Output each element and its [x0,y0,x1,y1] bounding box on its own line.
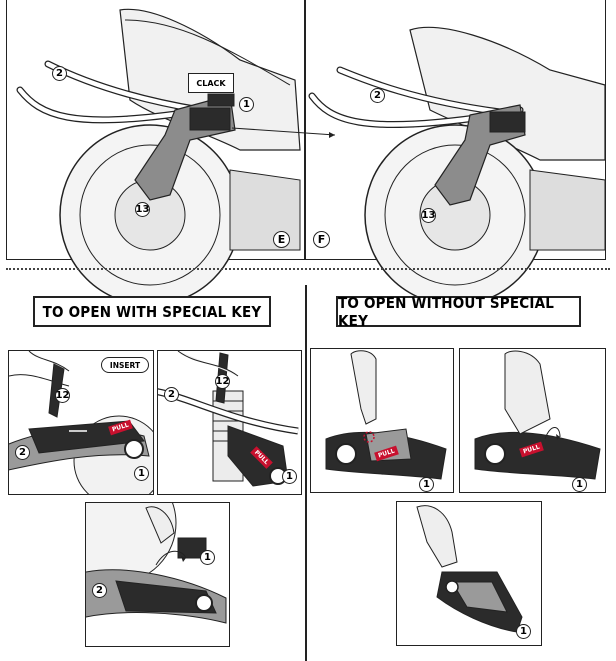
part-number-1-panel-5: 1 [572,477,587,492]
insert-callout: INSERT [101,357,149,373]
panel-insert-key: INSERT PULL 12 2 1 [8,350,154,495]
panel-lid-open-without-key: 1 [396,501,542,646]
part-number-1-panel-4: 1 [419,477,434,492]
turn-key-drawing [158,351,299,487]
part-number-12-panel-2: 12 [215,374,230,389]
top-divider [304,0,306,260]
part-number-2-step-f: 2 [370,88,385,103]
part-number-1-panel-6: 1 [516,624,531,639]
clack-callout: CLACK [188,73,234,93]
lid-open-with-key-drawing [86,503,227,624]
panel-lid-open-with-key: 1 2 [85,502,230,647]
panel-turn-key: PULL 12 2 1 [157,350,302,495]
part-number-1-step-e: 1 [239,97,254,112]
part-number-1-panel-3: 1 [200,550,215,565]
section-separator [6,268,610,270]
step-e-label: E [273,231,290,248]
bottom-divider [305,285,307,661]
part-number-1-panel-1: 1 [134,466,149,481]
part-number-2-step-e: 2 [52,66,67,81]
panel-press-lever: PULL 1 [310,348,454,493]
press-lever-drawing [325,350,447,480]
part-number-13-step-f: 13 [421,208,436,223]
part-number-2-panel-2: 2 [164,387,179,402]
lid-open-without-key-drawing [416,505,523,633]
heading-without-special-key: TO OPEN WITHOUT SPECIAL KEY [336,294,581,330]
part-number-12-panel-1: 12 [55,388,70,403]
heading-with-special-key: TO OPEN WITH SPECIAL KEY [33,296,271,327]
lift-lever-drawing [474,350,601,480]
panel-lift-lever: PULL 1 [459,348,606,493]
part-number-13-step-e: 13 [135,202,150,217]
part-number-2-panel-1: 2 [15,445,30,460]
part-number-1-panel-2: 1 [282,469,297,484]
step-f-label: F [313,231,330,248]
part-number-2-panel-3: 2 [92,583,107,598]
